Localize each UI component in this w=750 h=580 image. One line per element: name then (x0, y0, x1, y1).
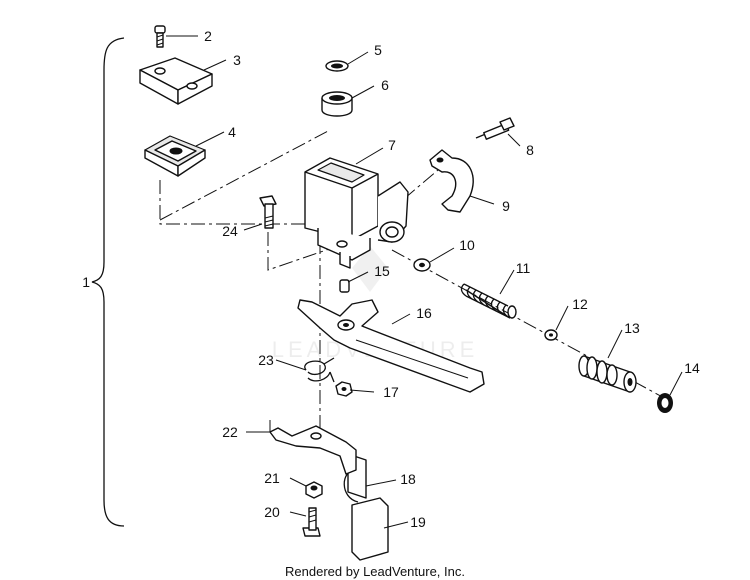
part-seal-14 (657, 393, 673, 413)
callout-22: 22 (222, 424, 238, 440)
callout-19: 19 (410, 514, 426, 530)
part-nut-17 (335, 381, 353, 397)
part-setscrew-15 (339, 279, 350, 293)
callout-15: 15 (374, 263, 390, 279)
callout-4: 4 (228, 124, 236, 140)
part-tag-19 (351, 497, 389, 561)
alignment-line-cover (159, 180, 320, 225)
alignment-line-screw-24 (267, 232, 339, 271)
part-piston-13 (578, 355, 637, 393)
callout-6: 6 (381, 77, 389, 93)
callout-8: 8 (526, 142, 534, 158)
part-diaphragm-4 (144, 135, 206, 177)
part-reservoir-cover-3 (139, 57, 213, 105)
part-master-cylinder-7 (304, 157, 409, 269)
callout-9: 9 (502, 198, 510, 214)
callout-3: 3 (233, 52, 241, 68)
callout-10: 10 (459, 237, 475, 253)
part-cap-6 (321, 91, 353, 117)
part-lever-16 (297, 299, 485, 393)
callout-5: 5 (374, 42, 382, 58)
callout-17: 17 (383, 384, 399, 400)
alignment-line-mount (159, 129, 331, 221)
part-spring-11 (460, 283, 517, 319)
part-bracket-22 (269, 420, 357, 475)
assembly-bracket (91, 37, 125, 527)
callout-2: 2 (204, 28, 212, 44)
callout-20: 20 (264, 504, 280, 520)
callout-labels: 1 2 3 4 5 6 7 8 9 10 11 12 13 14 15 16 1… (82, 28, 700, 530)
part-oring-5 (325, 60, 349, 72)
part-washer-12 (544, 329, 558, 341)
part-screw-20 (302, 507, 321, 537)
part-screw-2 (154, 25, 166, 48)
callout-13: 13 (624, 320, 640, 336)
callout-1: 1 (82, 274, 90, 290)
callout-7: 7 (388, 137, 396, 153)
callout-21: 21 (264, 470, 280, 486)
part-clamp-9 (429, 149, 474, 213)
callout-12: 12 (572, 296, 588, 312)
part-spring-23 (304, 357, 335, 383)
leader-lines (166, 35, 683, 529)
callout-23: 23 (258, 352, 274, 368)
callout-14: 14 (684, 360, 700, 376)
part-bolt-24 (259, 195, 277, 229)
callout-16: 16 (416, 305, 432, 321)
part-nut-21 (305, 481, 323, 499)
callout-18: 18 (400, 471, 416, 487)
callout-11: 11 (516, 260, 531, 276)
part-washer-10 (413, 258, 431, 272)
part-bolt-8 (475, 117, 515, 140)
callout-24: 24 (222, 223, 238, 239)
credit-text: Rendered by LeadVenture, Inc. (285, 564, 465, 579)
